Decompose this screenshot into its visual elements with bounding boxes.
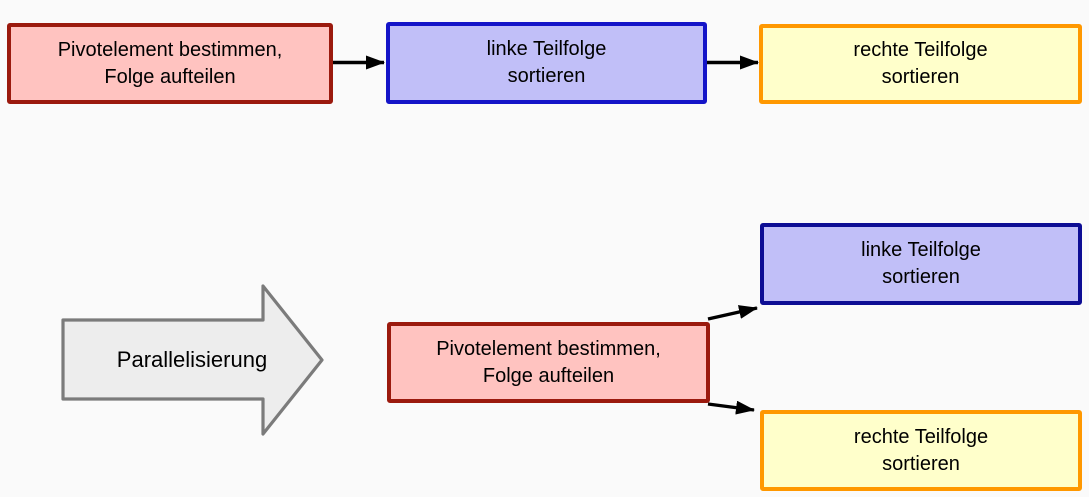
parallelisierung-arrow-shape	[61, 284, 324, 436]
par-left-line2: sortieren	[882, 266, 960, 288]
seq-left-line1: linke Teilfolge	[486, 38, 607, 60]
seq-right-line2: sortieren	[881, 66, 960, 88]
par-left-subsequence-box: linke Teilfolge sortieren	[760, 223, 1082, 305]
par-pivot-line1: Pivotelement bestimmen,	[436, 337, 661, 360]
seq-left-subsequence-box: linke Teilfolge sortieren	[386, 22, 707, 104]
par-pivot-line2: Folge aufteilen	[482, 364, 615, 387]
parallelisierung-text: Parallelisierung	[116, 347, 268, 372]
par-right-line2: sortieren	[882, 452, 960, 475]
seq-pivot-line2: Folge aufteilen	[104, 65, 236, 88]
seq-right-subsequence-box: rechte Teilfolge sortieren	[759, 24, 1082, 104]
seq-left-line2: sortieren	[507, 65, 586, 87]
par-left-line1: linke Teilfolge	[861, 239, 981, 261]
par-right-line1: rechte Teilfolge	[853, 425, 989, 448]
seq-right-line1: rechte Teilfolge	[853, 39, 988, 61]
par-pivot-box: Pivotelement bestimmen, Folge aufteilen	[387, 322, 710, 403]
seq-pivot-line1: Pivotelement bestimmen,	[57, 38, 283, 61]
seq-pivot-box: Pivotelement bestimmen, Folge aufteilen	[7, 23, 333, 104]
connector-par-pivot-to-left-icon	[707, 305, 758, 321]
par-right-subsequence-box: rechte Teilfolge sortieren	[760, 410, 1082, 491]
parallelisierung-label: Parallelisierung	[63, 321, 321, 399]
connector-par-pivot-to-right-icon	[707, 400, 755, 415]
